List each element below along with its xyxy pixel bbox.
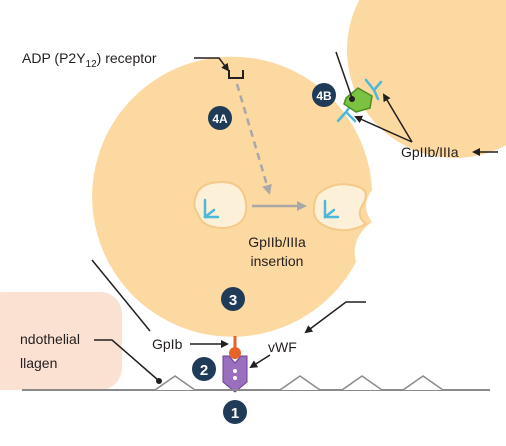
adp-molecule-pointer	[349, 96, 355, 102]
gpib-leader-upper	[91, 259, 151, 332]
adp-receptor-icon	[228, 70, 244, 79]
secondary-platelet	[347, 0, 506, 158]
gpib-label: GpIb	[152, 336, 183, 352]
gpib-receptor-icon	[229, 347, 241, 359]
collagen-fiber	[279, 375, 321, 391]
step-2-badge: 2	[192, 357, 216, 381]
y-shaped-receptor-icon	[323, 199, 340, 219]
vwf-shield-icon	[222, 355, 248, 393]
y-shaped-receptor-icon	[203, 198, 220, 219]
vwf-dot	[233, 376, 237, 380]
gpiibiiia-right-label: GpIIb/IIIa	[401, 144, 459, 160]
vwf-arrow	[249, 354, 271, 369]
gpiibiiia-arrow-1	[354, 115, 413, 143]
collagen-label: llagen	[20, 355, 57, 371]
svg-text:4A: 4A	[212, 112, 228, 126]
svg-text:4B: 4B	[316, 89, 332, 103]
endothelium-block	[0, 292, 122, 390]
vwf-label: vWF	[268, 339, 297, 355]
endothelial-pointer	[156, 378, 162, 384]
svg-text:2: 2	[200, 362, 208, 379]
svg-text:1: 1	[231, 405, 239, 422]
gpiibiiia-arrow-2	[382, 93, 413, 143]
adp-receptor-leader	[194, 57, 230, 72]
gpiibiiia-insertion-label-line1: GpIIb/IIIa	[248, 234, 306, 250]
collagen-fiber	[154, 375, 196, 391]
adp-receptor-label: ADP (P2Y12) receptor	[22, 50, 157, 70]
vwf-dot	[233, 369, 237, 373]
gpiibiiia-insertion-label-line2: insertion	[251, 253, 304, 269]
step-1-badge: 1	[223, 400, 247, 424]
collagen-fiber	[341, 375, 383, 391]
endothelial-label: ndothelial	[20, 331, 80, 347]
collagen-fiber	[402, 375, 444, 391]
step-4b-badge: 4B	[312, 83, 336, 107]
step-3-badge: 3	[221, 287, 245, 311]
endothelial-leader	[94, 339, 159, 381]
vwf-leader-upper	[304, 301, 366, 334]
internal-vesicle	[193, 180, 248, 230]
svg-text:3: 3	[229, 292, 237, 309]
y-shaped-receptor-icon	[364, 78, 383, 101]
step-4a-badge: 4A	[208, 106, 232, 130]
collagen-fibers	[154, 375, 444, 391]
signal-dashed-arrow	[235, 83, 272, 195]
adp-molecule-leader	[335, 51, 353, 99]
fused-vesicle	[312, 183, 368, 232]
